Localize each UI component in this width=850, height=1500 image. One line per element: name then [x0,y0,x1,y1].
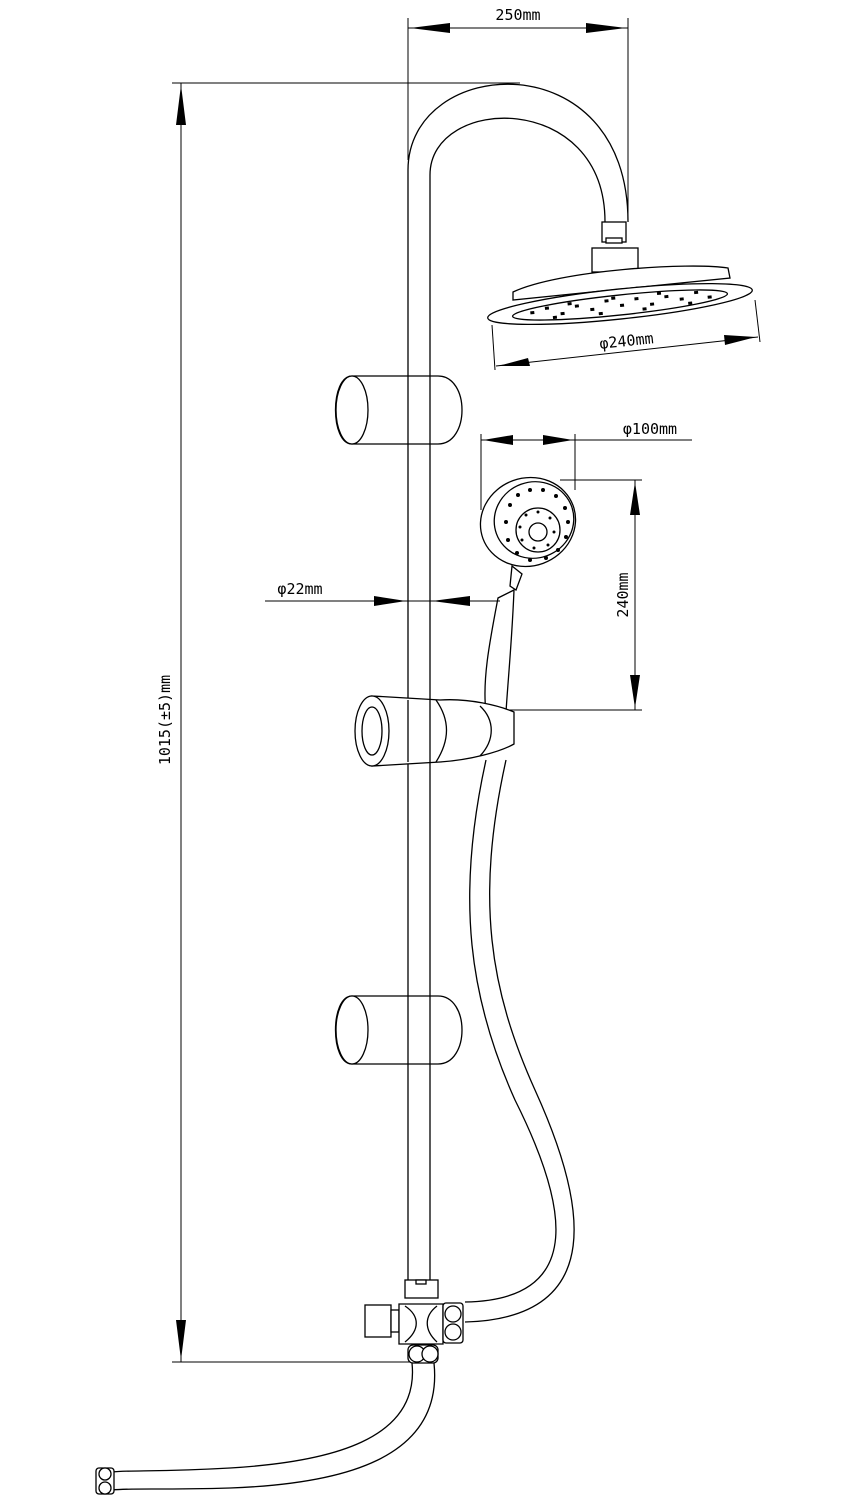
arm-reach-dimension [407,18,629,220]
wall-bracket-lower [334,995,463,1065]
hand-shower-diameter-dimension [480,434,692,510]
inlet-hose [95,1362,436,1495]
hand-shower [479,476,577,713]
wall-bracket-upper [334,375,463,445]
hand-shower-length-dimension [500,479,642,711]
overhead-diameter-label: φ240mm [599,329,655,353]
hand-shower-diameter-label: φ100mm [623,420,677,438]
hand-shower-length-label: 240mm [614,572,632,617]
overhead-diameter-dimension [491,299,761,371]
arm-reach-label: 250mm [495,6,540,24]
overhead-shower [487,221,753,326]
height-dimension-label: 1015(±5)mm [156,675,174,765]
riser-rail [407,83,629,1282]
rail-diameter-dimension [265,596,500,606]
shower-hose [464,759,575,1323]
diverter-valve [364,1279,464,1364]
height-dimension [172,82,520,1363]
rail-diameter-label: φ22mm [277,580,322,598]
slider-holder [354,695,515,767]
